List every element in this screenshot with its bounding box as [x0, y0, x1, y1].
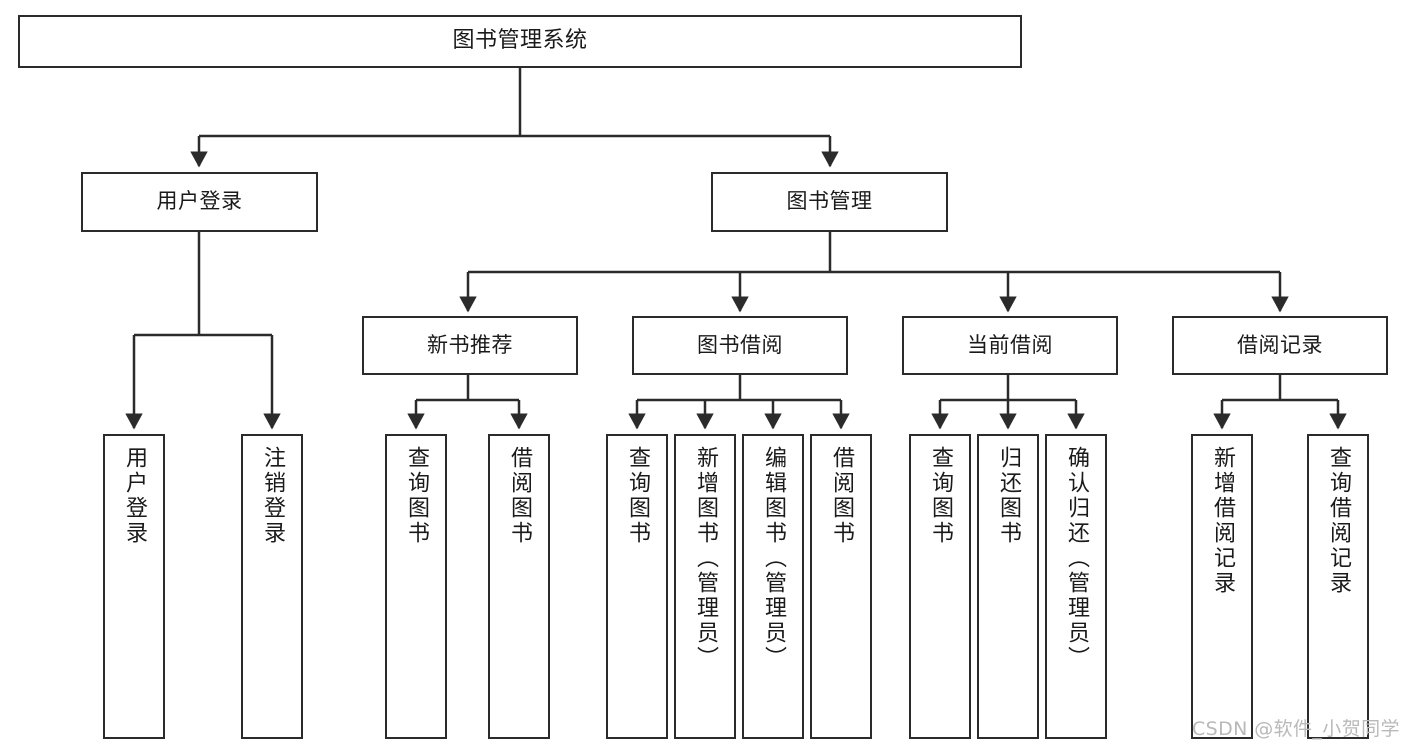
node-label: 借阅图书 [507, 446, 532, 546]
node-label: 用户登录 [156, 189, 243, 214]
leaf-edit-book-admin[interactable]: 编辑图书（管理员） [742, 434, 804, 739]
leaf-query-book-current[interactable]: 查询图书 [909, 434, 971, 739]
node-new-book-recommend[interactable]: 新书推荐 [362, 316, 578, 375]
node-book-management[interactable]: 图书管理 [711, 172, 948, 232]
csdn-watermark: CSDN @软件_小贺同学 [1192, 718, 1400, 740]
leaf-return-book[interactable]: 归还图书 [977, 434, 1039, 739]
node-label: 图书借阅 [697, 332, 783, 357]
leaf-query-book-borrow[interactable]: 查询图书 [606, 434, 668, 739]
node-label: 新增借阅记录 [1210, 446, 1235, 596]
node-label: 查询借阅记录 [1326, 446, 1351, 596]
node-label: 借阅图书 [829, 446, 854, 546]
leaf-query-book-recommend[interactable]: 查询图书 [385, 434, 447, 739]
leaf-logout-login[interactable]: 注销登录 [241, 434, 303, 739]
node-label: 新增图书（管理员） [693, 446, 718, 671]
node-label: 借阅记录 [1237, 332, 1323, 357]
node-root-book-management-system[interactable]: 图书管理系统 [18, 15, 1022, 68]
node-user-login[interactable]: 用户登录 [81, 172, 318, 232]
node-label: 注销登录 [260, 446, 285, 546]
leaf-borrow-book-recommend[interactable]: 借阅图书 [488, 434, 550, 739]
node-label: 图书管理 [786, 189, 873, 214]
node-label: 编辑图书（管理员） [761, 446, 786, 671]
leaf-add-borrow-record[interactable]: 新增借阅记录 [1191, 434, 1253, 739]
node-label: 归还图书 [996, 446, 1021, 546]
node-label: 查询图书 [928, 446, 953, 546]
leaf-borrow-book[interactable]: 借阅图书 [810, 434, 872, 739]
leaf-query-borrow-record[interactable]: 查询借阅记录 [1307, 434, 1369, 739]
node-borrow-record[interactable]: 借阅记录 [1172, 316, 1388, 375]
leaf-add-book-admin[interactable]: 新增图书（管理员） [674, 434, 736, 739]
node-label: 新书推荐 [427, 332, 513, 357]
node-label: 查询图书 [404, 446, 429, 546]
node-label: 查询图书 [625, 446, 650, 546]
node-label: 用户登录 [122, 446, 147, 546]
node-current-borrow[interactable]: 当前借阅 [902, 316, 1118, 375]
node-book-borrow[interactable]: 图书借阅 [632, 316, 848, 375]
leaf-confirm-return-admin[interactable]: 确认归还（管理员） [1045, 434, 1107, 739]
node-label: 当前借阅 [967, 332, 1053, 357]
node-label: 图书管理系统 [452, 28, 588, 54]
node-label: 确认归还（管理员） [1064, 446, 1089, 671]
leaf-user-login[interactable]: 用户登录 [103, 434, 165, 739]
